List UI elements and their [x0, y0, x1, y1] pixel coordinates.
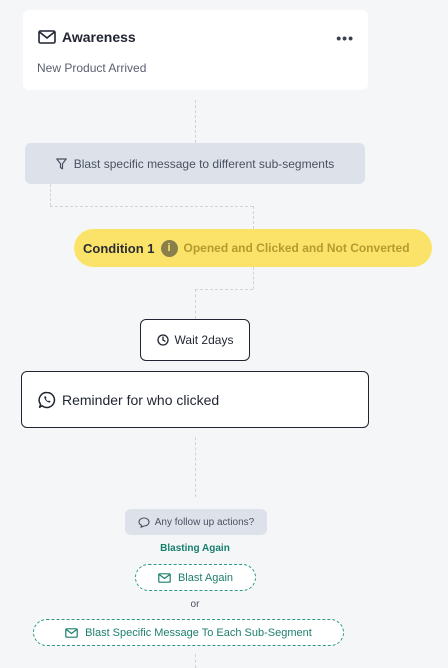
connector-line: [253, 267, 254, 289]
filter-step[interactable]: Blast specific message to different sub-…: [25, 143, 365, 184]
blast-specific-message-label: Blast Specific Message To Each Sub-Segme…: [85, 626, 312, 639]
or-separator: or: [190, 599, 200, 610]
blasting-again-label: Blasting Again: [160, 543, 230, 554]
wait-step[interactable]: Wait 2days: [140, 319, 250, 361]
blast-again-label: Blast Again: [177, 571, 234, 584]
whatsapp-icon: [38, 391, 56, 409]
reminder-step-label: Reminder for who clicked: [62, 391, 220, 408]
wait-step-label: Wait 2days: [174, 333, 234, 347]
follow-up-prompt[interactable]: Any follow up actions?: [125, 509, 267, 535]
mail-icon: [65, 627, 78, 638]
connector-line: [195, 289, 196, 319]
awareness-subtitle: New Product Arrived: [37, 61, 147, 75]
blast-again-button[interactable]: Blast Again: [135, 564, 256, 591]
connector-line: [195, 100, 196, 143]
connector-line: [195, 437, 196, 497]
condition-pill[interactable]: Condition 1 i Opened and Clicked and Not…: [74, 229, 432, 267]
connector-line: [50, 184, 51, 206]
mail-icon: [38, 30, 56, 44]
condition-description: Opened and Clicked and Not Converted: [183, 241, 410, 255]
awareness-card[interactable]: Awareness New Product Arrived •••: [23, 10, 368, 90]
clock-icon: [156, 334, 169, 346]
blast-specific-message-button[interactable]: Blast Specific Message To Each Sub-Segme…: [33, 619, 344, 646]
reminder-step[interactable]: Reminder for who clicked: [21, 371, 369, 428]
condition-title: Condition 1: [83, 240, 155, 256]
connector-line: [50, 206, 253, 207]
awareness-title: Awareness: [62, 29, 136, 45]
connector-line: [195, 289, 253, 290]
connector-line: [195, 654, 196, 668]
more-options-button[interactable]: •••: [336, 30, 354, 46]
follow-up-prompt-label: Any follow up actions?: [154, 516, 255, 528]
filter-step-label: Blast specific message to different sub-…: [73, 156, 335, 171]
mail-icon: [158, 572, 171, 583]
chat-bubble-icon: [138, 516, 150, 528]
info-icon: i: [160, 239, 178, 257]
filter-icon: [55, 157, 67, 170]
awareness-title-row: Awareness: [38, 29, 136, 45]
connector-line: [253, 206, 254, 229]
